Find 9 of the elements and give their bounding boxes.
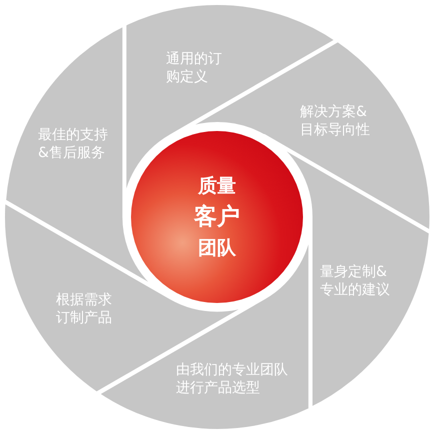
segment-label: 由我们的专业团队进行产品选型 [176, 361, 289, 398]
center-label: 团队 [198, 238, 236, 258]
segment-label: 解决方案&目标导向性 [300, 102, 370, 140]
segment-label: 最佳的支持&售后服务 [38, 126, 109, 162]
segment-label: 根据需求订制产品 [56, 290, 113, 328]
center-label: 质量 [198, 176, 236, 196]
segment-label: 通用的订购定义 [166, 50, 223, 86]
segment-label: 量身定制&专业的建议 [320, 262, 390, 300]
center-label: 客户 [194, 206, 240, 228]
